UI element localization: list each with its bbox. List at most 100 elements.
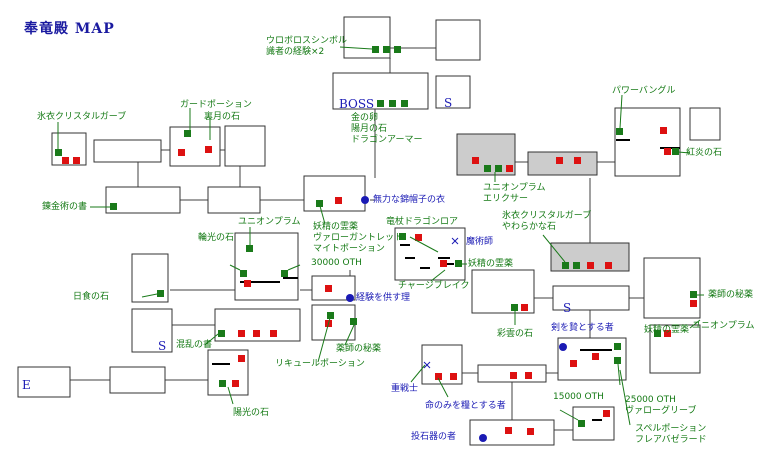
boss-marker: BOSS <box>339 97 375 111</box>
room-union-1 <box>456 133 516 176</box>
room-alchemy <box>105 186 181 214</box>
label-vrogant: ヴァローガントレット <box>313 233 404 243</box>
map-title: 奉竜殿 MAP <box>24 21 115 37</box>
room-ring-stone <box>234 232 299 301</box>
label-ouroboros: ウロボロスシンボル <box>266 36 348 46</box>
enemy-marker <box>592 353 599 360</box>
exit-marker: E <box>22 378 31 392</box>
enemy-marker <box>415 234 422 241</box>
enemy-marker <box>570 360 577 367</box>
item-marker <box>578 420 585 427</box>
room-center-top <box>224 125 266 167</box>
label-rear-moon: 裏月の石 <box>204 112 241 122</box>
event-marker <box>479 434 487 442</box>
item-marker <box>511 304 518 311</box>
enemy-marker <box>62 157 69 164</box>
event-marker <box>346 294 354 302</box>
enemy-marker <box>587 262 594 269</box>
enemy-marker <box>525 372 532 379</box>
label-power-bangle: パワーバングル <box>612 86 676 96</box>
enemy-marker <box>510 372 517 379</box>
label-union-plum-2: ユニオンプラム <box>238 217 301 227</box>
start-marker: S <box>444 96 453 110</box>
label-charge-break: チャージブレイク <box>398 281 470 291</box>
leader-lines <box>57 46 704 426</box>
item-marker <box>316 200 323 207</box>
room-color-cloud <box>471 269 535 314</box>
enemy-marker <box>238 330 245 337</box>
enemy-marker <box>178 149 185 156</box>
room-exit <box>17 366 71 398</box>
item-marker <box>484 165 491 172</box>
label-gold-egg: 金の卵 <box>351 113 379 123</box>
enemy-marker <box>605 262 612 269</box>
enemy-marker <box>505 427 512 434</box>
label-pharmacist-2: 薬師の秘薬 <box>336 344 382 354</box>
enemy-marker <box>232 380 239 387</box>
enemy-marker <box>325 285 332 292</box>
item-marker <box>218 330 225 337</box>
item-marker <box>246 245 253 252</box>
label-sun-ray: 陽光の石 <box>233 408 270 418</box>
item-marker <box>157 290 164 297</box>
label-dragon-armor: ドラゴンアーマー <box>351 135 423 145</box>
room-fairy <box>303 175 366 212</box>
enemy-marker <box>603 410 610 417</box>
label-30000-oth: 30000 OTH <box>311 258 362 268</box>
enemy-marker <box>556 157 563 164</box>
label-flare: フレアバゼラード <box>635 435 707 445</box>
item-marker <box>614 343 621 350</box>
room-boss-right <box>435 75 471 109</box>
room-union-3 <box>649 324 701 374</box>
label-mage: 魔術師 <box>466 237 494 247</box>
label-life-eater: 命のみを糧とする者 <box>425 401 506 411</box>
label-25000-oth: 25000 OTH <box>625 395 676 405</box>
enemy-marker <box>664 330 671 337</box>
item-marker <box>110 203 117 210</box>
label-fairy-herb-2: 妖精の霊薬 <box>468 259 514 269</box>
item-marker <box>562 262 569 269</box>
label-color-cloud: 彩雲の石 <box>497 329 534 339</box>
enemies <box>62 127 697 435</box>
label-sun-eclipse: 日食の石 <box>73 292 110 302</box>
room-sw-mid <box>109 366 166 394</box>
item-marker <box>389 100 396 107</box>
enemy-marker <box>244 280 251 287</box>
label-elixir: エリクサー <box>483 194 529 204</box>
label-super-potion: スペルポーション <box>635 424 707 434</box>
label-fairy-herb: 妖精の霊薬 <box>313 222 359 232</box>
item-marker <box>455 260 462 267</box>
label-dragon-rod: 竜杖ドラゴンロア <box>386 217 459 227</box>
label-powerless-hat: 無力な錦帽子の衣 <box>373 195 446 205</box>
room-pharm-1 <box>311 304 356 341</box>
room-pharm-2 <box>643 257 701 319</box>
enemy-marker <box>270 330 277 337</box>
enemy-marker <box>690 300 697 307</box>
label-union-plum: ユニオンプラム <box>483 183 546 193</box>
item-marker <box>327 312 334 319</box>
enemy-marker <box>574 157 581 164</box>
item-marker <box>350 318 357 325</box>
item-marker <box>240 270 247 277</box>
label-ring-stone: 輪光の石 <box>198 233 235 243</box>
label-fairy-herb-3: 妖精の霊薬 <box>644 325 690 335</box>
item-marker <box>184 130 191 137</box>
enemy-marker <box>527 428 534 435</box>
item-marker <box>55 149 62 156</box>
item-marker <box>495 165 502 172</box>
enemy-marker <box>440 260 447 267</box>
room-mid <box>207 186 261 214</box>
label-guard-potion: ガードポーション <box>180 100 252 110</box>
label-ice-garb: 氷衣クリスタルガーブ <box>37 112 127 122</box>
item-marker <box>394 46 401 53</box>
start-marker: S <box>158 339 167 353</box>
enemy-marker <box>660 127 667 134</box>
item-marker <box>377 100 384 107</box>
enemy-marker <box>664 148 671 155</box>
event-marker <box>559 343 567 351</box>
label-exp-reason: 経験を供す理 <box>356 293 411 303</box>
room-guard <box>169 126 221 167</box>
room-dragon-rod <box>394 227 466 281</box>
room-power <box>614 107 681 177</box>
